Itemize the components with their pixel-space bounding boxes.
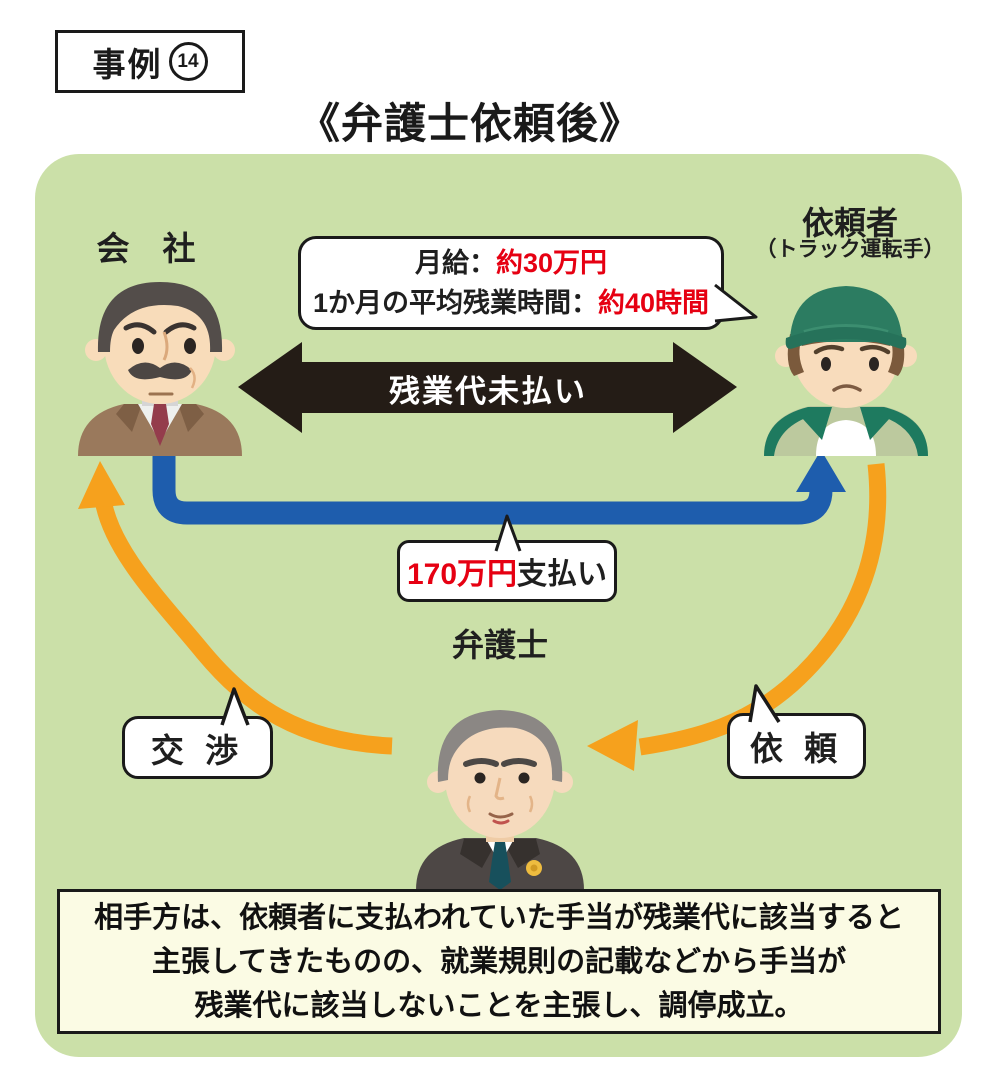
lawyer-label: 弁護士 xyxy=(451,627,548,663)
payment-amount: 170万円 xyxy=(406,558,518,591)
request-bubble: 依 頼 xyxy=(727,713,866,779)
info-line-2: 1か月の平均残業時間：約40時間 xyxy=(312,288,710,318)
company-label: 会 社 xyxy=(96,230,196,267)
page-title: 《弁護士依頼後》 xyxy=(297,100,642,147)
client-label: 依頼者 xyxy=(801,205,898,241)
client-avatar xyxy=(764,286,928,456)
dispute-arrow-label: 残業代未払い xyxy=(389,374,587,409)
overtime-hours-value: 約40時間 xyxy=(597,288,710,318)
client-sublabel: （トラック運転手） xyxy=(755,238,945,261)
negotiation-bubble: 交 渉 xyxy=(122,716,273,779)
case-label-prefix: 事例 xyxy=(92,45,163,83)
summary-line-2: 主張してきたものの、就業規則の記載などから手当が xyxy=(151,945,847,978)
monthly-salary-value: 約30万円 xyxy=(495,248,608,278)
payment-bubble: 170万円支払い xyxy=(397,540,617,602)
lawyer-avatar xyxy=(416,710,584,890)
info-speech-bubble: 月給：約30万円 1か月の平均残業時間：約40時間 xyxy=(298,236,724,330)
case-number-badge: 14 xyxy=(168,42,208,81)
summary-line-3: 残業代に該当しないことを主張し、調停成立。 xyxy=(194,989,804,1022)
company-avatar xyxy=(78,282,242,456)
summary-box: 相手方は、依頼者に支払われていた手当が残業代に該当すると 主張してきたものの、就… xyxy=(57,889,941,1034)
info-line-1: 月給：約30万円 xyxy=(414,248,608,278)
summary-line-1: 相手方は、依頼者に支払われていた手当が残業代に該当すると xyxy=(94,901,904,934)
